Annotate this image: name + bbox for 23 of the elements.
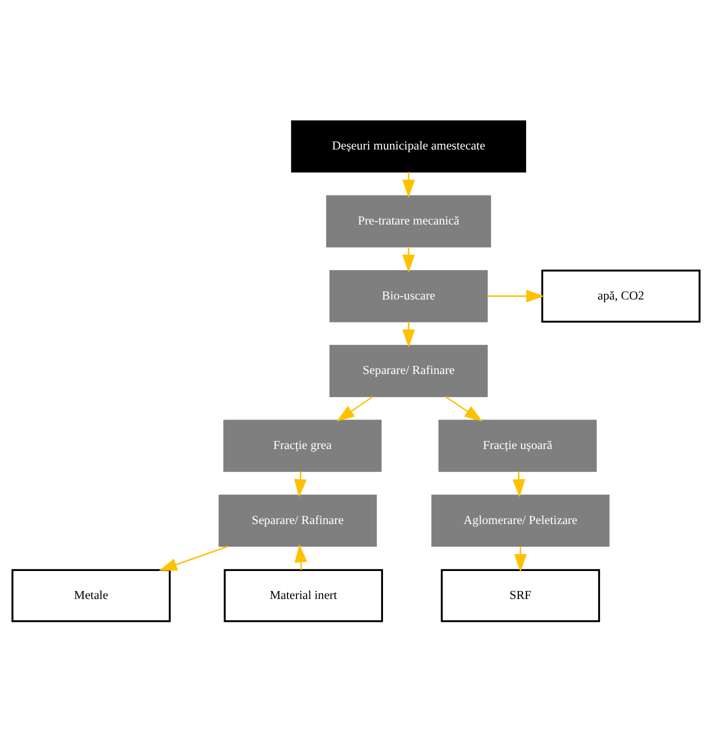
node-box: Bio-uscare bbox=[329, 270, 488, 322]
node-box: Fracție ușoară bbox=[438, 420, 597, 472]
arrow bbox=[512, 472, 526, 498]
node-box: Separare/ Rafinare bbox=[329, 344, 488, 398]
arrow bbox=[294, 471, 307, 498]
arrow bbox=[294, 544, 308, 570]
arrow bbox=[402, 322, 415, 348]
node-box: apă, CO2 bbox=[541, 270, 701, 323]
arrow bbox=[487, 290, 544, 302]
arrow bbox=[402, 246, 415, 273]
arrow bbox=[158, 546, 228, 571]
node-box: Separare/ Rafinare bbox=[218, 494, 377, 547]
node-box: Deșeuri municipale amestecate bbox=[291, 120, 526, 172]
node-box: SRF bbox=[440, 569, 600, 622]
node-box: Fracție grea bbox=[223, 420, 382, 472]
arrow bbox=[445, 396, 483, 422]
node-box: Material inert bbox=[224, 569, 384, 622]
arrow bbox=[402, 172, 415, 198]
arrow bbox=[514, 546, 527, 572]
node-box: Pre-tratare mecanică bbox=[326, 195, 492, 248]
node-box: Aglomerare/ Peletizare bbox=[431, 494, 610, 547]
arrow bbox=[336, 396, 374, 422]
node-box: Metale bbox=[11, 569, 171, 622]
